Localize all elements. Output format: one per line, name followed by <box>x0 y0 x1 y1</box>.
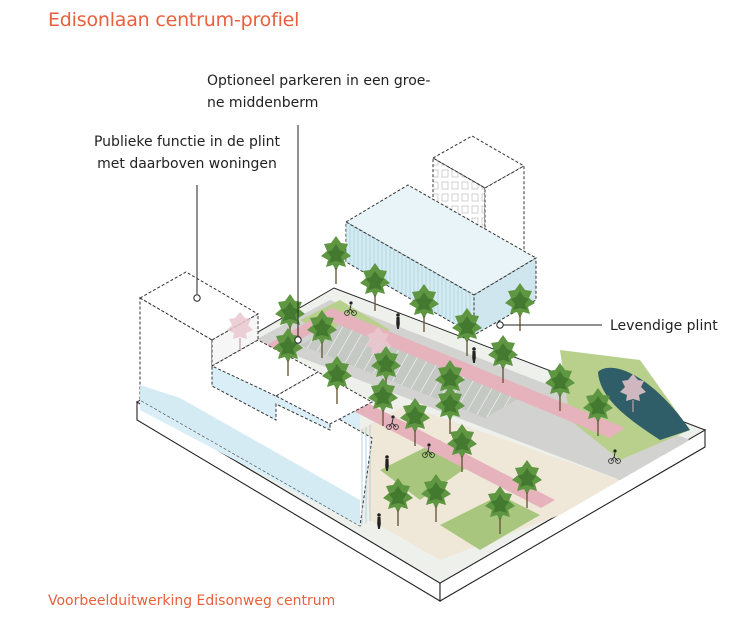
annotation-leaders <box>193 125 602 344</box>
page-title: Edisonlaan centrum-profiel <box>48 9 300 31</box>
pedestrian-icon <box>377 513 381 529</box>
annotation-parkeren-line2: ne middenberm <box>207 95 319 111</box>
caption: Voorbeelduitwerking Edisonweg centrum <box>48 593 336 609</box>
annotation-publiek-line1: Publieke functie in de plint <box>93 134 281 150</box>
plinth-housing-building <box>138 271 374 527</box>
pond <box>598 367 690 440</box>
annotation-dot-icon <box>294 336 302 344</box>
annotation-parkeren: Optioneel parkeren in een groe- ne midde… <box>207 70 447 114</box>
pedestrian-icon <box>472 347 476 363</box>
pedestrian-icon <box>385 455 389 471</box>
annotation-publiek-line2: met daarboven woningen <box>97 156 277 172</box>
annotation-publiek: Publieke functie in de plint met daarbov… <box>87 131 287 175</box>
annotation-dot-icon <box>193 294 201 302</box>
annotation-plint: Levendige plint <box>610 318 718 334</box>
annotation-parkeren-line1: Optioneel parkeren in een groe- <box>207 73 431 89</box>
pedestrian-icon <box>396 313 400 329</box>
annotation-dot-icon <box>496 321 504 329</box>
